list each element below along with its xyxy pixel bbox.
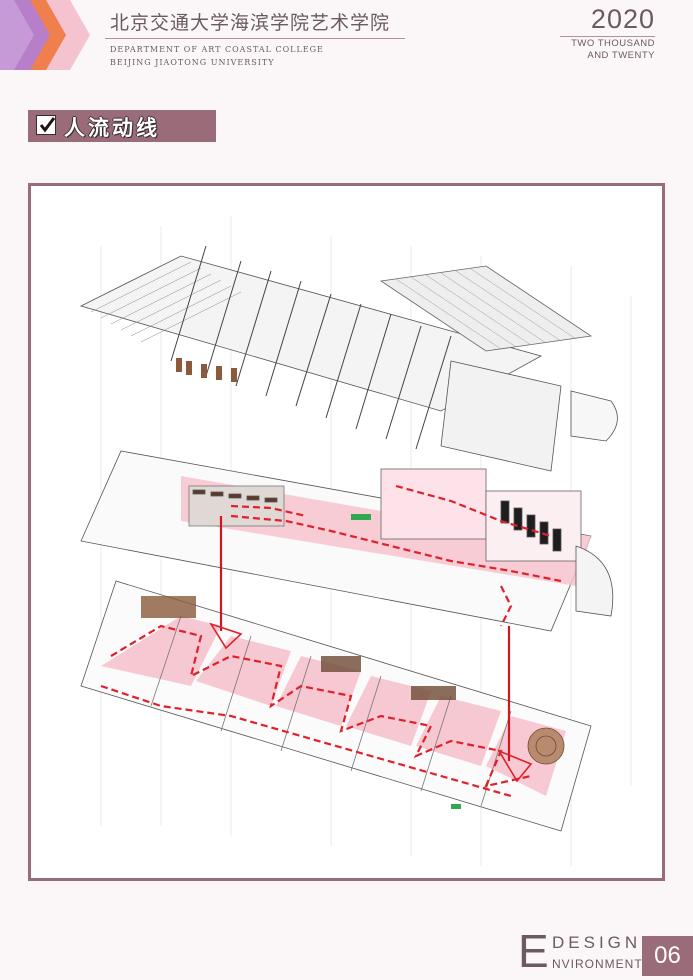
lower-floor-plan xyxy=(80,580,592,832)
footer-initial-letter: E xyxy=(518,925,549,977)
year-number: 2020 xyxy=(590,4,655,34)
department-line-2: BEIJING JIAOTONG UNIVERSITY xyxy=(110,58,275,67)
section-title: 人流动线 xyxy=(64,116,160,140)
year-words-line-1: TWO THOUSAND xyxy=(571,38,655,49)
checkbox-checked-icon xyxy=(36,115,56,135)
stripe-pink xyxy=(46,0,90,70)
year-words-line-2: AND TWENTY xyxy=(587,50,655,61)
footer-design-word: DESIGN xyxy=(552,933,642,952)
year-divider xyxy=(560,36,655,37)
header-divider xyxy=(105,38,405,39)
college-title: 北京交通大学海滨学院艺术学院 xyxy=(110,12,391,34)
footer-branding: E DESIGN NVIRONMENTAL 06 xyxy=(512,926,693,980)
section-banner: 人流动线 xyxy=(28,110,216,142)
axonometric-exploded-building-icon xyxy=(79,216,632,866)
footer-environmental-word: NVIRONMENTAL xyxy=(552,957,659,971)
upper-floor-plan xyxy=(80,450,614,632)
circulation-drawing-frame xyxy=(28,183,665,881)
header-stripes-decoration xyxy=(0,0,90,70)
page-number: 06 xyxy=(642,936,693,976)
roof-level xyxy=(79,245,618,472)
department-line-1: DEPARTMENT OF ART COASTAL COLLEGE xyxy=(110,45,324,54)
